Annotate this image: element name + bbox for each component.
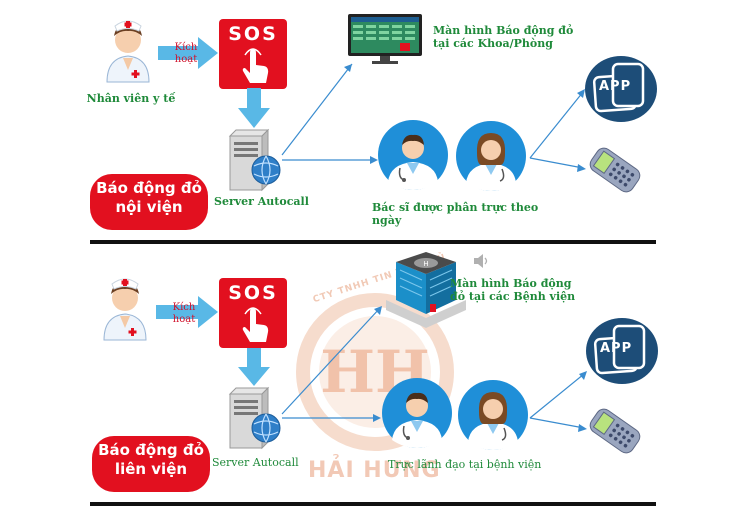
connector-lines	[281, 63, 586, 172]
alarm-line2: nội viện	[115, 198, 183, 216]
section-external: Kích hoạt SOS Server Autocall	[0, 246, 750, 506]
watermark-brand: HẢI HƯNG	[308, 458, 441, 483]
nurse-label: Nhân viên y tế	[86, 92, 176, 105]
alarm-line1: Báo động đỏ	[98, 441, 204, 459]
mobile-phone-icon	[586, 145, 644, 195]
doctor-female-icon	[458, 380, 528, 450]
app-phone-icon: APP	[586, 318, 658, 384]
screen-label-line2: tại các Khoa/Phòng	[433, 37, 553, 50]
server-globe-icon	[228, 386, 284, 450]
sos-button-icon	[242, 307, 269, 342]
speaker-icon	[474, 254, 488, 268]
section-internal: Nhân viên y tế Kích hoạt SOS Server Auto	[0, 0, 750, 240]
alarm-line2: liên viện	[114, 460, 188, 478]
activate-label: Kích hoạt	[168, 42, 204, 66]
activate-label-line2: hoạt	[174, 54, 198, 65]
svg-text:H: H	[423, 260, 428, 268]
section-divider-top	[90, 240, 656, 244]
monitor-icon	[348, 14, 422, 64]
mobile-phone-icon	[586, 406, 644, 456]
sos-text: SOS	[228, 282, 278, 304]
doctor-female-icon	[456, 121, 526, 191]
screen-label: Màn hình Báo động đỏ tại các Khoa/Phòng	[433, 24, 573, 50]
activate-label: Kích hoạt	[164, 302, 204, 326]
alarm-badge-external: Báo động đỏ liên viện	[92, 436, 210, 492]
connector-lines	[281, 306, 587, 432]
server-label: Server Autocall	[212, 456, 299, 469]
nurse-icon	[100, 276, 150, 341]
arrow-down-icon	[238, 88, 270, 128]
app-text: APP	[599, 79, 632, 94]
sos-button-icon	[242, 48, 269, 83]
screen-label-line2: đỏ tại các Bệnh viện	[450, 290, 576, 303]
arrow-down-icon	[238, 348, 270, 386]
screen-label-line1: Màn hình Báo động	[450, 277, 572, 290]
hospital-building-icon: H	[386, 252, 466, 328]
activate-label-line1: Kích	[174, 42, 198, 53]
screen-label: Màn hình Báo động đỏ tại các Bệnh viện	[450, 277, 575, 303]
nurse-icon	[103, 18, 153, 83]
sos-button[interactable]: SOS	[219, 278, 287, 348]
sos-button[interactable]: SOS	[219, 19, 287, 89]
server-globe-icon	[228, 128, 284, 192]
arrow-right-icon	[156, 296, 218, 328]
alarm-line1: Báo động đỏ	[96, 179, 202, 197]
server-label: Server Autocall	[214, 195, 309, 208]
doctors-label: Trực lãnh đạo tại bệnh viện	[388, 458, 542, 471]
alarm-badge-internal: Báo động đỏ nội viện	[90, 174, 208, 230]
screen-label-line1: Màn hình Báo động đỏ	[433, 24, 574, 37]
activate-label-line1: Kích	[172, 302, 196, 313]
section-divider-bottom	[90, 502, 656, 506]
doctor-male-icon	[382, 378, 452, 448]
sos-text: SOS	[228, 23, 278, 45]
doctor-male-icon	[378, 120, 448, 190]
arrow-right-icon	[158, 37, 218, 69]
activate-label-line2: hoạt	[172, 314, 196, 325]
doctors-label: Bác sĩ được phân trực theo ngày	[372, 201, 539, 227]
app-phone-icon: APP	[585, 56, 657, 122]
app-text: APP	[600, 341, 633, 356]
